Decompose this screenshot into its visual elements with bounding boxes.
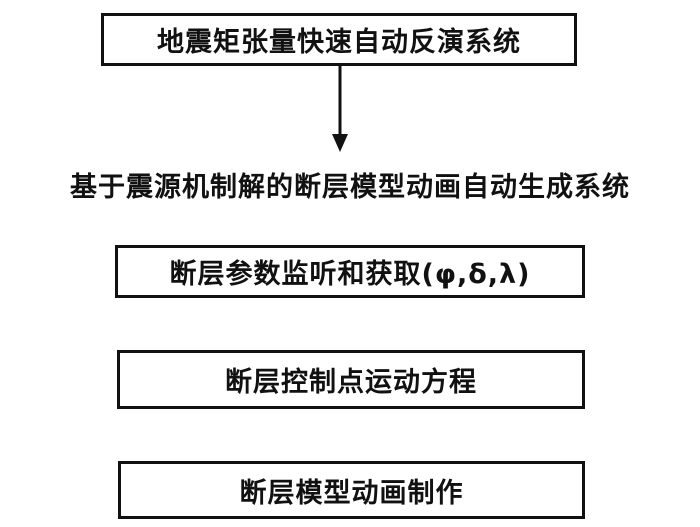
step-label-animation: 断层模型动画制作 (239, 477, 464, 509)
animation-system-title: 基于震源机制解的断层模型动画自动生成系统 (70, 172, 630, 203)
inversion-system-box: 地震矩张量快速自动反演系统 (101, 13, 577, 66)
step-box-motion-equation: 断层控制点运动方程 (117, 350, 585, 409)
step-box-animation: 断层模型动画制作 (118, 461, 585, 519)
inversion-system-label: 地震矩张量快速自动反演系统 (157, 27, 521, 58)
step-label-motion-equation: 断层控制点运动方程 (225, 367, 477, 398)
flow-arrow (332, 66, 348, 152)
step-box-fault-parameters: 断层参数监听和获取(φ,δ,λ) (115, 245, 585, 298)
step-label-fault-parameters: 断层参数监听和获取(φ,δ,λ) (169, 259, 531, 290)
